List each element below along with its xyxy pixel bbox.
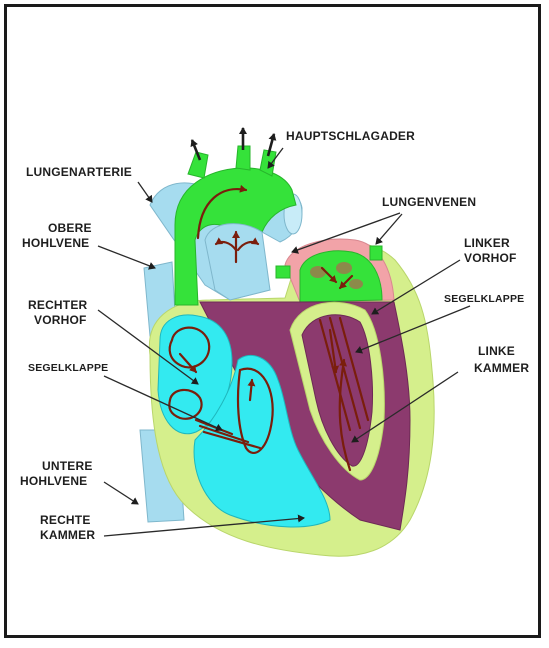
label-lungenarterie: LUNGENARTERIE	[26, 165, 132, 179]
label-linker-vorhof-line2: VORHOF	[464, 251, 517, 265]
leader-untere-hohlvene	[104, 482, 138, 504]
label-rechte-kammer-line1: RECHTE	[40, 513, 91, 527]
label-linke-kammer-line2: KAMMER	[474, 361, 529, 375]
pulmonary-trunk	[205, 224, 270, 300]
pulmonary-vein-opening-3	[349, 279, 363, 289]
label-rechte-kammer-line2: KAMMER	[40, 528, 95, 542]
pulmonary-vein-1	[276, 266, 290, 278]
leader-obere-hohlvene	[98, 246, 155, 268]
pulmonary-vein-opening-2	[336, 262, 352, 274]
pulmonary-vein-opening-1	[310, 266, 326, 278]
leader-lungenvenen-2	[376, 214, 402, 244]
label-obere-hohlvene-line2: HOHLVENE	[22, 236, 89, 250]
label-untere-hohlvene-line1: UNTERE	[42, 459, 93, 473]
label-hauptschlagader: HAUPTSCHLAGADER	[286, 129, 415, 143]
pulmonary-vein-2	[370, 246, 382, 260]
label-rechter-vorhof-line2: VORHOF	[34, 313, 87, 327]
leader-lungenarterie	[138, 182, 152, 202]
label-segelklappe-rechts: SEGELKLAPPE	[28, 362, 108, 374]
label-segelklappe-links: SEGELKLAPPE	[444, 293, 524, 305]
label-linker-vorhof-line1: LINKER	[464, 236, 510, 250]
label-lungenvenen: LUNGENVENEN	[382, 195, 476, 209]
label-linke-kammer-line1: LINKE	[478, 344, 515, 358]
label-obere-hohlvene-line1: OBERE	[48, 221, 92, 235]
label-rechter-vorhof-line1: RECHTER	[28, 298, 88, 312]
label-untere-hohlvene-line2: HOHLVENE	[20, 474, 87, 488]
